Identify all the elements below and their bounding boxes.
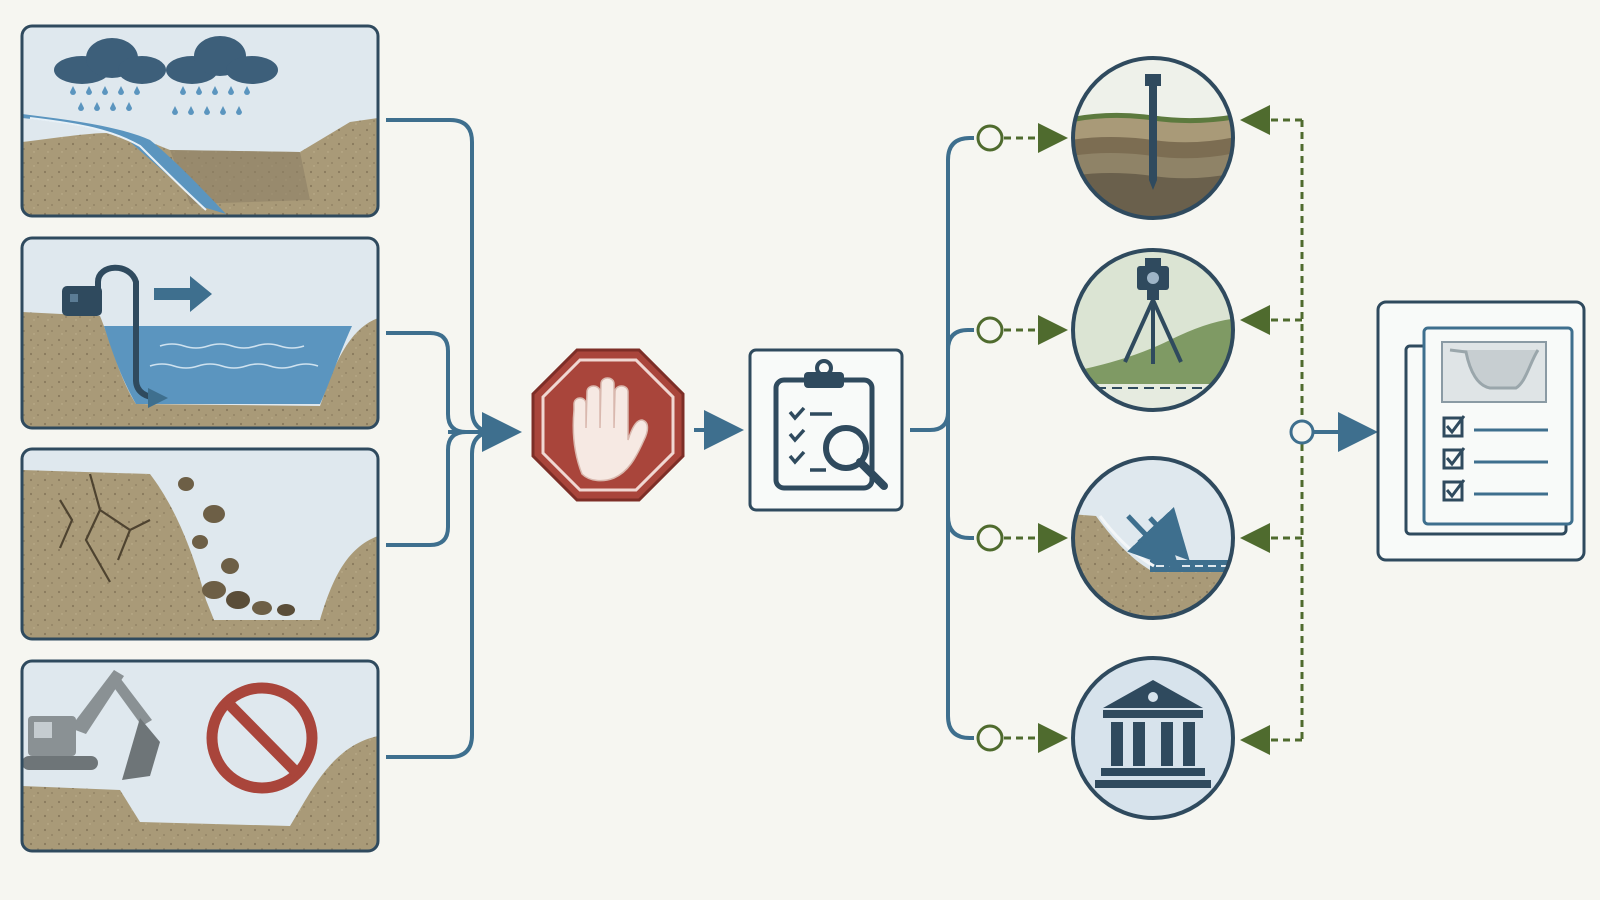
excavator-prohibited-icon [22,670,318,794]
government-building-icon [1095,680,1211,788]
check-soil-probe [1071,56,1235,220]
report-checklist-icon [1404,326,1574,536]
trigger-panel-wall-collapse [20,447,380,641]
clipboard-magnifier-icon [773,359,888,491]
rain-cloud-icon [54,36,278,115]
feedback-connectors [1240,105,1304,755]
trigger-panel-equipment-prohibited [20,659,380,853]
slope-drainage-icon [1126,507,1190,571]
water-pump-icon [62,264,212,408]
inspection-step [748,348,904,512]
check-branch-connectors [910,136,974,740]
merge-node [1289,419,1315,445]
check-authority-approval [1071,656,1235,820]
collapsing-wall-icon [178,477,295,616]
survey-tripod-icon [1123,258,1183,364]
trigger-panel-heavy-rainfall [20,24,380,218]
soil-probe-icon [1145,74,1161,190]
stop-hand-icon [572,377,649,482]
trigger-panel-water-accumulation [20,236,380,430]
check-slope-drainage [1071,456,1235,620]
trigger-connectors [386,118,522,759]
report-document [1376,300,1586,562]
check-node-connectors [976,123,1068,753]
stop-work-sign [531,348,685,502]
check-survey [1071,248,1235,412]
